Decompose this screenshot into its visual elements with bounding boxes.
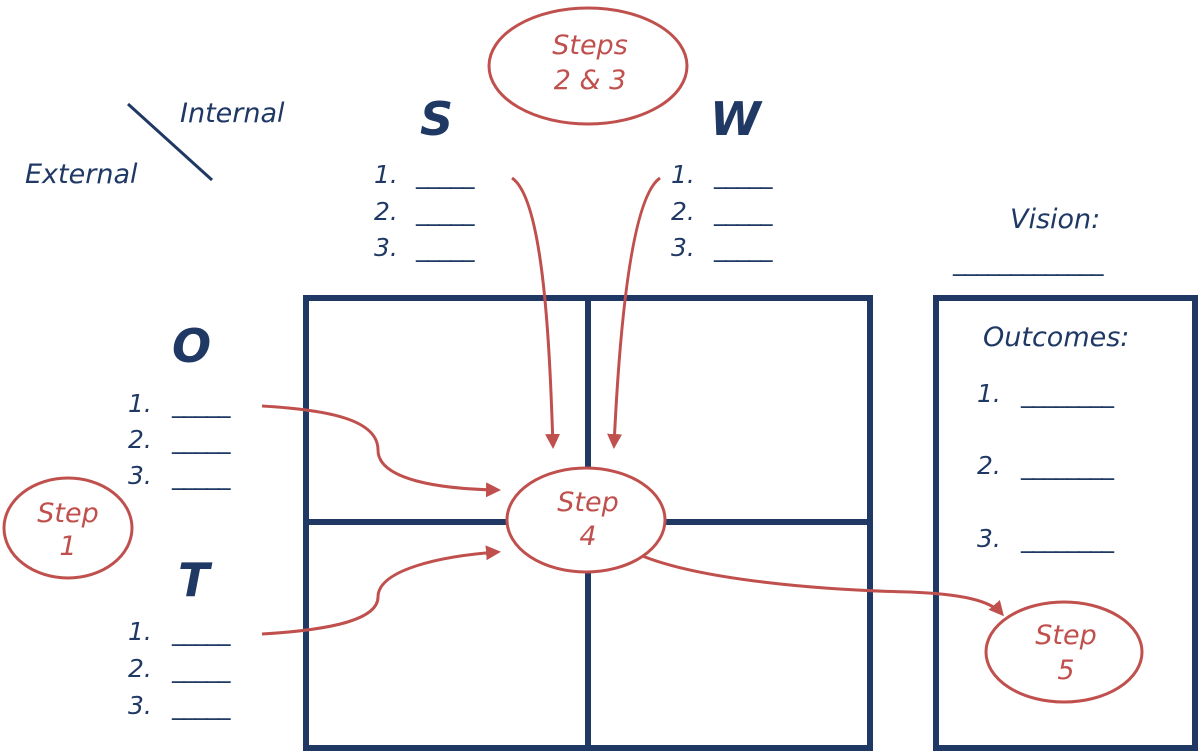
outcomes-box: Outcomes: 1. ________ 2. ________ 3. ___… bbox=[933, 295, 1198, 751]
step-2-3-label: Steps bbox=[552, 30, 628, 61]
strengths-item-3-blank: _____ bbox=[415, 233, 475, 262]
internal-label: Internal bbox=[180, 98, 285, 129]
strengths-to-step4-arrow bbox=[511, 176, 561, 449]
step-1-bubble: Step 1 bbox=[2, 476, 134, 580]
opportunities-letter: O bbox=[172, 319, 211, 373]
step-1-ellipse bbox=[2, 476, 134, 580]
step-2-3-number: 2 & 3 bbox=[554, 65, 627, 96]
external-label: External bbox=[25, 159, 138, 190]
opportunities-block: O 1. _____ 2. _____ 3. _____ bbox=[128, 319, 232, 490]
weaknesses-item-2-blank: _____ bbox=[713, 197, 773, 226]
weaknesses-letter: W bbox=[710, 92, 763, 146]
step-2-3-bubble: Steps 2 & 3 bbox=[487, 6, 689, 126]
vision-blank: _____________ bbox=[952, 247, 1104, 276]
outcomes-item-3-number: 3. bbox=[977, 524, 1001, 553]
step-1-number: 1 bbox=[59, 531, 76, 562]
step-4-number: 4 bbox=[579, 521, 596, 552]
weaknesses-to-step4-arrow bbox=[607, 176, 661, 449]
weaknesses-item-1-number: 1. bbox=[671, 160, 695, 189]
strengths-item-1-number: 1. bbox=[374, 160, 398, 189]
weaknesses-item-1-blank: _____ bbox=[713, 160, 773, 189]
strengths-item-2-number: 2. bbox=[374, 197, 398, 226]
threats-block: T 1. _____ 2. _____ 3. _____ bbox=[128, 553, 232, 720]
step-arrows bbox=[261, 176, 1004, 636]
outcomes-item-2-number: 2. bbox=[977, 451, 1001, 480]
step-5-ellipse bbox=[984, 600, 1144, 704]
outcomes-item-3-blank: ________ bbox=[1020, 524, 1115, 553]
weaknesses-item-3-number: 3. bbox=[671, 233, 695, 262]
outcomes-item-1-number: 1. bbox=[977, 379, 1001, 408]
strengths-item-2-blank: _____ bbox=[415, 197, 475, 226]
weaknesses-item-3-blank: _____ bbox=[713, 233, 773, 262]
internal-external-corner: Internal External bbox=[25, 98, 285, 190]
strengths-letter: S bbox=[420, 92, 453, 146]
opportunities-item-1-number: 1. bbox=[128, 389, 152, 418]
step-4-bubble: Step 4 bbox=[505, 466, 667, 574]
step-5-bubble: Step 5 bbox=[984, 600, 1144, 704]
corner-divider-line bbox=[126, 102, 214, 182]
weaknesses-item-2-number: 2. bbox=[671, 197, 695, 226]
threats-item-3-number: 3. bbox=[128, 691, 152, 720]
outcomes-item-1-blank: ________ bbox=[1020, 379, 1115, 408]
threats-item-2-blank: _____ bbox=[171, 654, 231, 683]
threats-item-1-blank: _____ bbox=[171, 617, 231, 646]
threats-item-1-number: 1. bbox=[128, 617, 152, 646]
step-1-label: Step bbox=[37, 498, 98, 529]
vision-block: Vision: _____________ bbox=[952, 204, 1105, 276]
outcomes-box-border bbox=[933, 295, 1198, 751]
step4-to-step5-arrow bbox=[639, 553, 1004, 617]
vision-label: Vision: bbox=[1010, 204, 1100, 235]
step-5-number: 5 bbox=[1057, 655, 1074, 686]
threats-item-3-blank: _____ bbox=[171, 691, 231, 720]
threats-item-2-number: 2. bbox=[128, 654, 152, 683]
strengths-block: S 1. _____ 2. _____ 3. _____ bbox=[374, 92, 476, 262]
opportunities-item-3-blank: _____ bbox=[171, 461, 231, 490]
threats-letter: T bbox=[178, 553, 213, 607]
opportunities-to-step4-arrow bbox=[261, 404, 501, 498]
opportunities-item-2-blank: _____ bbox=[171, 425, 231, 454]
step-5-label: Step bbox=[1035, 620, 1096, 651]
opportunities-item-3-number: 3. bbox=[128, 461, 152, 490]
opportunities-item-1-blank: _____ bbox=[171, 389, 231, 418]
weaknesses-block: W 1. _____ 2. _____ 3. _____ bbox=[671, 92, 774, 262]
step-4-ellipse bbox=[505, 466, 667, 574]
strengths-item-1-blank: _____ bbox=[415, 160, 475, 189]
outcomes-label: Outcomes: bbox=[983, 322, 1129, 353]
strengths-item-3-number: 3. bbox=[374, 233, 398, 262]
opportunities-item-2-number: 2. bbox=[128, 425, 152, 454]
step-2-3-ellipse bbox=[487, 6, 689, 126]
outcomes-item-2-blank: ________ bbox=[1020, 451, 1115, 480]
threats-to-step4-arrow bbox=[261, 545, 501, 636]
step-4-label: Step bbox=[557, 487, 618, 518]
